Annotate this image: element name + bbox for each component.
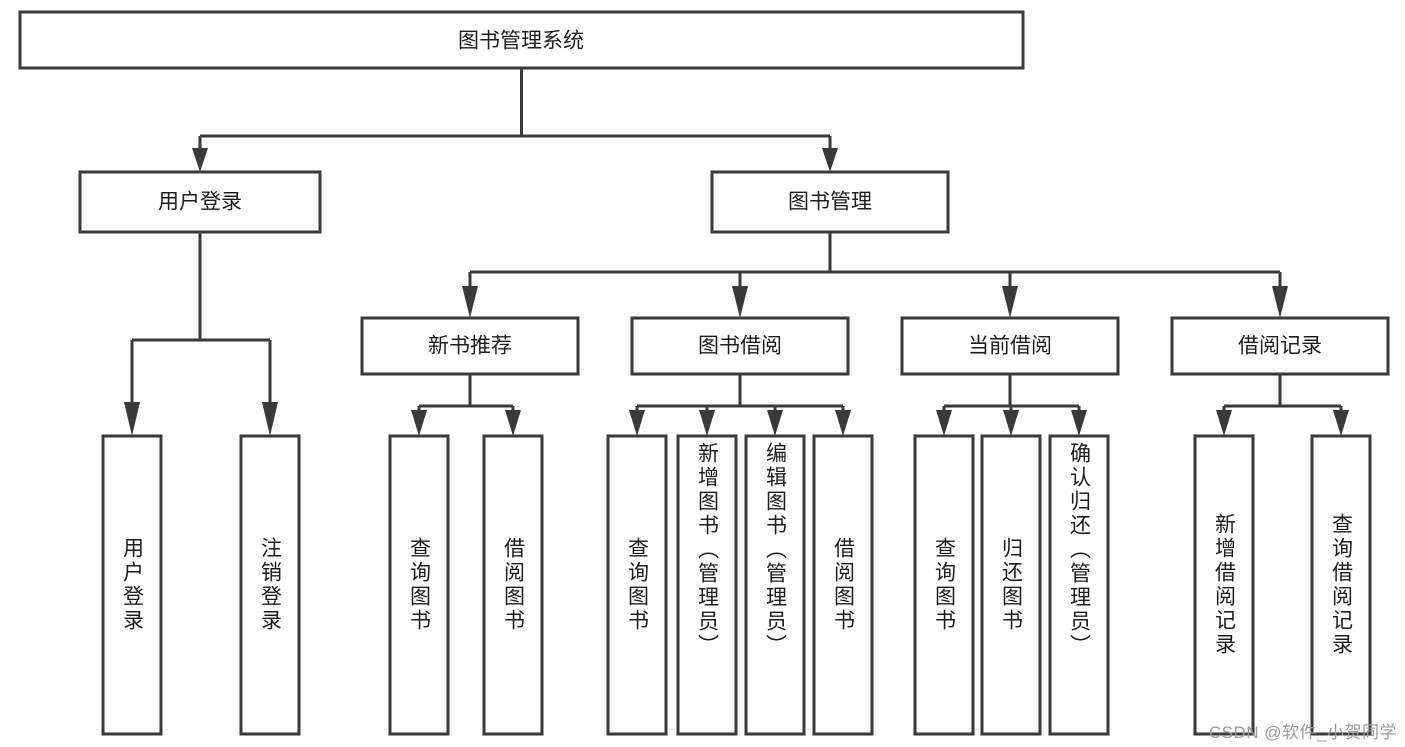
node-book-management[interactable]: 图书管理 [710,170,950,234]
node-user-login[interactable]: 用户登录 [78,170,322,234]
arrowhead-leaf-add-borrow-record [1216,410,1232,436]
leaf-box-query-borrow-record[interactable] [1310,434,1372,736]
leaf-box-layer [101,434,1372,736]
node-current-borrow-box[interactable] [900,316,1120,376]
arrowhead-leaf-borrow-book-2 [835,410,851,436]
node-user-login-box[interactable] [78,170,322,234]
arrowhead-user-login [192,148,208,172]
leaf-box-edit-book[interactable] [744,434,806,736]
leaf-box-query-book-1[interactable] [388,434,450,736]
arrowhead-leaf-add-book [699,410,715,436]
node-user-login-label: 用户登录 [158,191,242,214]
arrowhead-leaf-query-book-3 [936,410,952,436]
arrowhead-leaf-query-book-1 [411,410,427,436]
leaf-box-add-borrow-record[interactable] [1193,434,1255,736]
leaf-box-query-book-2[interactable] [606,434,668,736]
node-root-box[interactable] [18,10,1025,70]
node-book-borrow-box[interactable] [630,316,850,376]
leaf-box-logout-login[interactable] [239,434,301,736]
leaf-box-borrow-book-2[interactable] [812,434,874,736]
node-current-borrow-label: 当前借阅 [968,335,1052,358]
node-book-borrow-label: 图书借阅 [698,335,782,358]
arrowhead-leaf-borrow-book-1 [505,410,521,436]
leaf-box-confirm-return[interactable] [1048,434,1110,736]
node-new-book-recommend[interactable]: 新书推荐 [360,316,580,376]
node-current-borrow[interactable]: 当前借阅 [900,316,1120,376]
node-book-management-box[interactable] [710,170,950,234]
watermark-text: CSDN @软件_小贺同学 [1208,723,1397,742]
arrowhead-new-book-rec [462,286,478,318]
leaf-box-query-book-3[interactable] [913,434,975,736]
arrowhead-leaf-logout-login [262,402,278,436]
arrowhead-leaf-edit-book [767,410,783,436]
node-book-borrow[interactable]: 图书借阅 [630,316,850,376]
arrowhead-book-mgmt [822,148,838,172]
arrowhead-leaf-query-book-2 [629,410,645,436]
node-new-book-recommend-label: 新书推荐 [428,335,512,358]
leaf-box-user-login[interactable] [101,434,163,736]
arrowhead-current-borrow [1002,286,1018,318]
leaf-box-borrow-book-1[interactable] [482,434,544,736]
node-book-management-label: 图书管理 [788,191,872,214]
leaf-box-add-book[interactable] [676,434,738,736]
arrowhead-leaf-query-borrow-record [1333,410,1349,436]
arrowhead-book-borrow [732,286,748,318]
node-root-label: 图书管理系统 [458,30,584,53]
node-borrow-record[interactable]: 借阅记录 [1170,316,1390,376]
node-new-book-recommend-box[interactable] [360,316,580,376]
node-borrow-record-box[interactable] [1170,316,1390,376]
node-root[interactable]: 图书管理系统 [18,10,1025,70]
arrowhead-borrow-record [1272,286,1288,318]
arrowhead-leaf-return-book [1003,410,1019,436]
arrowhead-leaf-user-login [124,402,140,436]
node-borrow-record-label: 借阅记录 [1238,335,1322,358]
connector-layer [124,68,1349,436]
leaf-box-return-book[interactable] [980,434,1042,736]
arrowhead-leaf-confirm-return [1071,410,1087,436]
